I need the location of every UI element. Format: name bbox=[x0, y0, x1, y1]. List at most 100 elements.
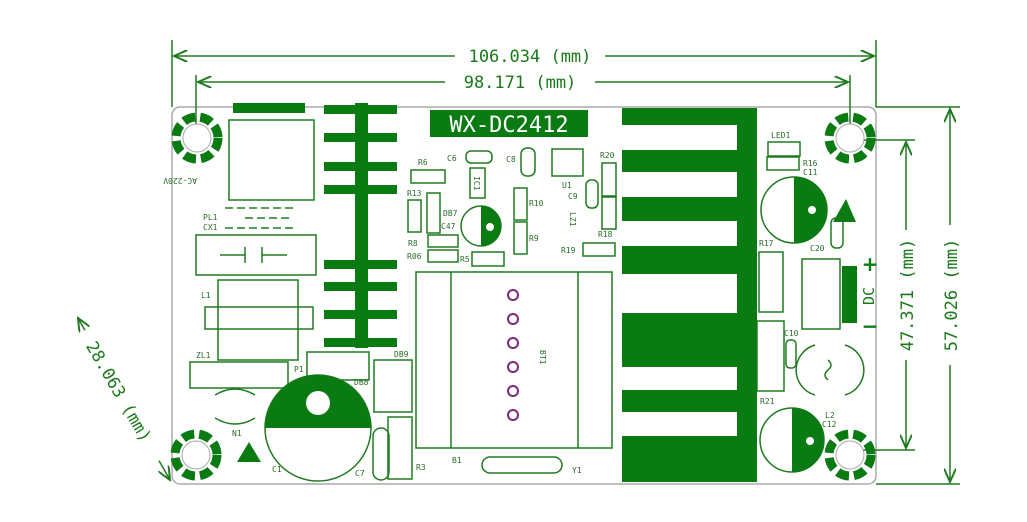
capacitor-c20 bbox=[830, 217, 844, 249]
capacitor-c11 bbox=[760, 176, 828, 244]
label-c10: C10 bbox=[784, 329, 799, 338]
label-u1: U1 bbox=[562, 181, 572, 190]
dc-minus-label: − bbox=[862, 314, 879, 338]
label-c6: C6 bbox=[447, 154, 457, 163]
title-badge bbox=[430, 110, 588, 137]
resistor-r3 bbox=[387, 416, 413, 480]
dim-hole-height: 47.371 (mm) bbox=[898, 239, 918, 352]
label-c47: C47 bbox=[441, 222, 456, 231]
label-r5: R5 bbox=[460, 255, 470, 264]
capacitor-cx1 bbox=[195, 234, 317, 276]
label-r18: R18 bbox=[598, 230, 613, 239]
dc-output-connector bbox=[801, 258, 841, 330]
ac-input-connector bbox=[228, 119, 315, 201]
transformer-pins bbox=[507, 289, 519, 421]
label-bt1: BT1 bbox=[538, 350, 547, 365]
label-db8: DB8 bbox=[354, 378, 369, 387]
capacitor-c8 bbox=[520, 147, 536, 177]
label-ic1: IC1 bbox=[472, 176, 481, 191]
resistor-r17 bbox=[758, 251, 784, 313]
capacitor-c10 bbox=[785, 339, 797, 369]
label-q2: Q2 bbox=[664, 179, 674, 188]
label-r9: R9 bbox=[529, 234, 539, 243]
board-title: WX-DC2412 bbox=[449, 113, 568, 138]
label-db7: DB7 bbox=[443, 209, 458, 218]
capacitor-c47 bbox=[460, 205, 502, 247]
label-l2: L2 bbox=[825, 411, 835, 420]
capacitor-y1 bbox=[481, 456, 563, 474]
esd-warning-icon bbox=[833, 199, 856, 222]
diode-db7 bbox=[426, 192, 441, 234]
label-c20: C20 bbox=[810, 244, 825, 253]
label-ac: AC-220V bbox=[163, 176, 197, 185]
label-cx1: CX1 bbox=[203, 223, 218, 232]
optocoupler-u1 bbox=[551, 148, 584, 177]
ic1 bbox=[469, 167, 486, 199]
label-c1: C1 bbox=[272, 465, 282, 474]
label-p1: P1 bbox=[294, 365, 304, 374]
inductor-l2 bbox=[795, 344, 865, 396]
label-c11: C11 bbox=[803, 168, 818, 177]
label-r8: R8 bbox=[408, 239, 418, 248]
label-led1: LED1 bbox=[771, 131, 790, 140]
bridge-zl1 bbox=[189, 361, 289, 389]
label-db9: DB9 bbox=[394, 350, 409, 359]
diode-db9 bbox=[373, 359, 413, 413]
label-c7: C7 bbox=[355, 469, 365, 478]
label-pl1: PL1 bbox=[203, 213, 218, 222]
dimension-hole-width: 98.171 (mm) bbox=[195, 72, 851, 130]
label-r17: R17 bbox=[759, 239, 774, 248]
dim-overall-width: 106.034 (mm) bbox=[469, 47, 592, 67]
resistor-r06 bbox=[427, 249, 459, 263]
label-c9: C9 bbox=[568, 192, 578, 201]
label-r6: R6 bbox=[418, 158, 428, 167]
resistor-r16 bbox=[766, 156, 800, 171]
mounting-hole-bottom-left bbox=[170, 429, 222, 481]
label-y1: Y1 bbox=[572, 466, 582, 475]
dim-diagonal: 28.063 (mm) bbox=[81, 338, 155, 446]
resistor-r20 bbox=[601, 162, 617, 197]
label-r06: R06 bbox=[407, 252, 422, 261]
resistor-r6 bbox=[410, 169, 446, 184]
esd-warning-icon bbox=[237, 442, 261, 462]
led1 bbox=[767, 141, 801, 157]
label-c8: C8 bbox=[506, 155, 516, 164]
label-r21: R21 bbox=[760, 397, 775, 406]
capacitor-c7 bbox=[372, 427, 390, 481]
resistor-r8 bbox=[427, 234, 459, 248]
thermistor-n1 bbox=[214, 388, 256, 425]
capacitor-c6 bbox=[465, 150, 493, 164]
label-l1: L1 bbox=[201, 291, 211, 300]
dim-overall-height: 57.026 (mm) bbox=[942, 239, 962, 352]
label-n1: N1 bbox=[232, 429, 242, 438]
dimension-overall-height: 57.026 (mm) bbox=[876, 106, 962, 485]
resistor-r13 bbox=[407, 199, 422, 233]
fuse bbox=[225, 207, 295, 229]
label-r10: R10 bbox=[529, 199, 544, 208]
capacitor-c9 bbox=[585, 179, 599, 209]
dimension-overall-width: 106.034 (mm) bbox=[171, 40, 877, 107]
resistor-r21-area bbox=[756, 320, 785, 392]
resistor-r18 bbox=[601, 196, 617, 230]
dimension-hole-height: 47.371 (mm) bbox=[850, 139, 918, 451]
dc-plus-label: + bbox=[862, 252, 879, 276]
heatsink-right bbox=[622, 108, 757, 482]
resistor-r10 bbox=[513, 187, 528, 221]
label-r16: R16 bbox=[803, 159, 818, 168]
mounting-hole-top-left bbox=[171, 112, 223, 164]
label-r3: R3 bbox=[416, 463, 426, 472]
heatsink-left bbox=[233, 103, 397, 348]
label-r19: R19 bbox=[561, 246, 576, 255]
capacitor-c12 bbox=[759, 407, 825, 473]
mounting-hole-top-right bbox=[824, 112, 876, 164]
label-c12: C12 bbox=[822, 420, 837, 429]
resistor-r19 bbox=[582, 242, 616, 257]
label-lz1: LZ1 bbox=[568, 212, 577, 227]
dim-hole-width: 98.171 (mm) bbox=[464, 73, 577, 93]
label-zl1: ZL1 bbox=[196, 351, 211, 360]
capacitor-c1 bbox=[264, 374, 372, 482]
mounting-hole-bottom-right bbox=[824, 429, 876, 481]
transformer-bt1 bbox=[415, 271, 613, 449]
